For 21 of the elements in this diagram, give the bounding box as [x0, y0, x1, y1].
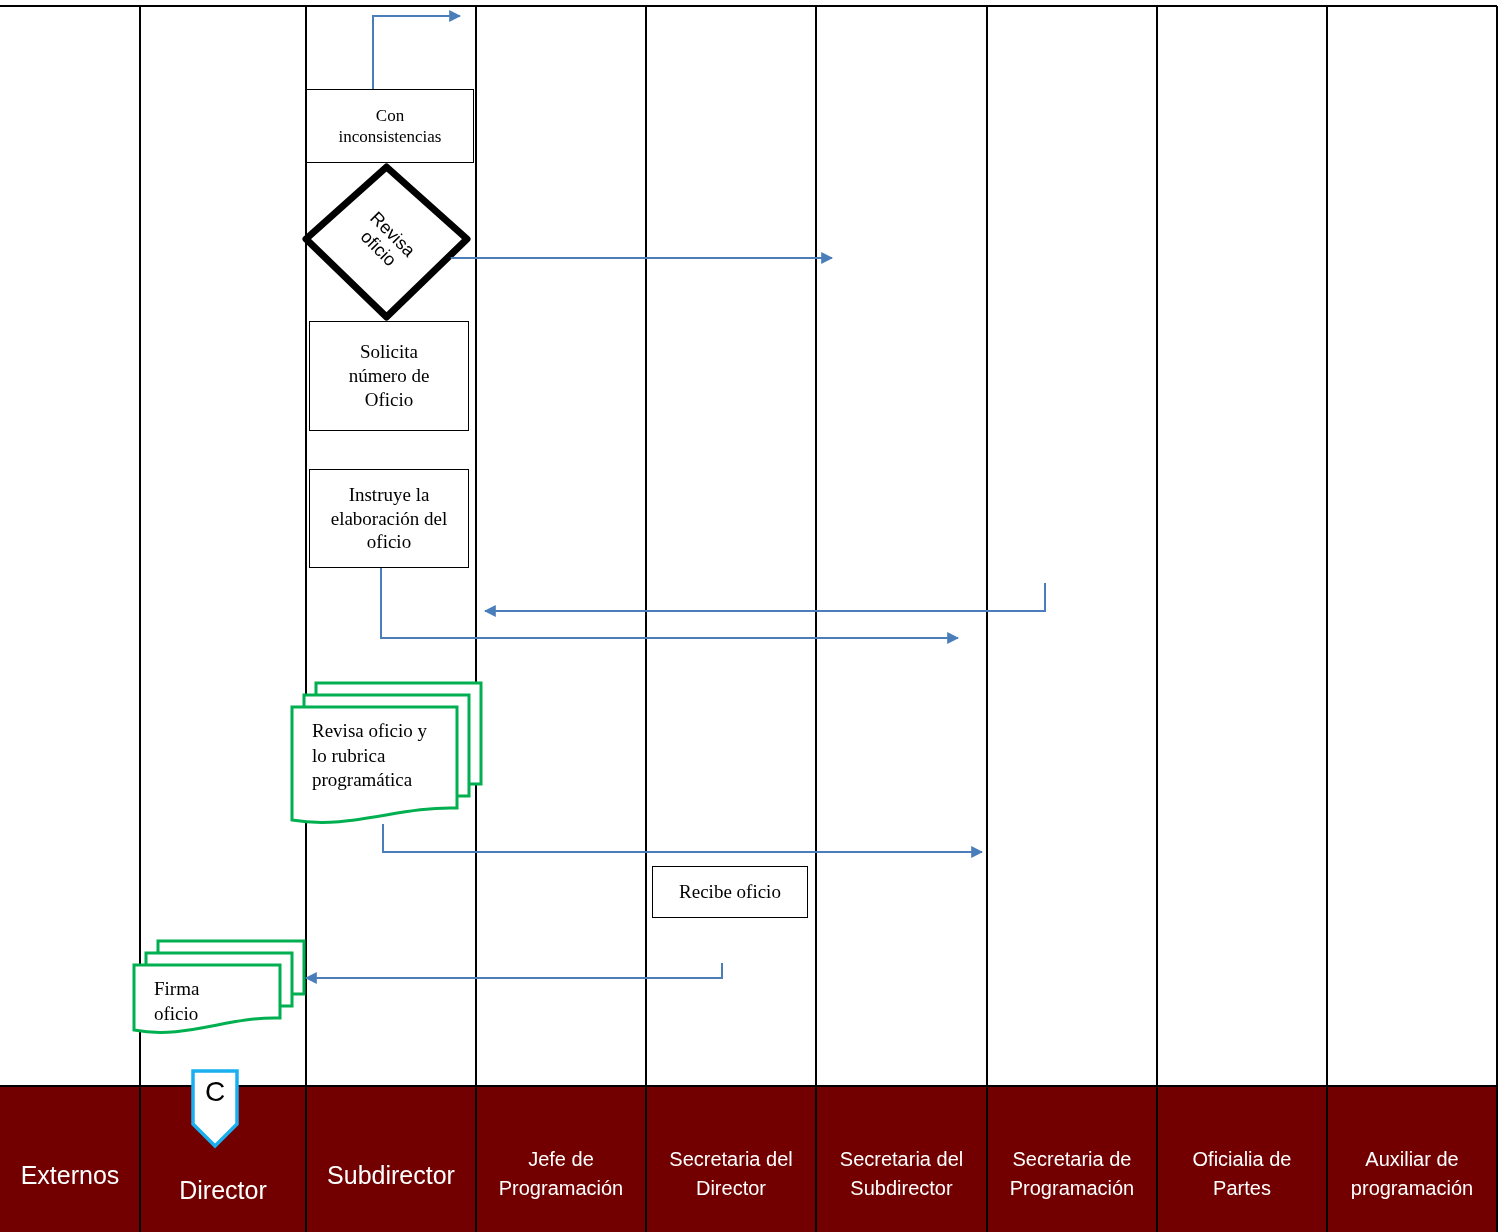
process-box: Con inconsistencias	[306, 89, 474, 163]
lane-header: Auxiliar de programación	[1328, 1116, 1496, 1232]
process-box: Solicita número de Oficio	[309, 321, 469, 431]
flow-arrow	[380, 567, 960, 644]
lane-header: Jefe de Programación	[477, 1116, 645, 1232]
flow-arrow	[449, 252, 834, 264]
document-label: Firma oficio	[154, 977, 201, 1026]
flow-arrow	[372, 10, 462, 90]
lane-header: Oficialia de Partes	[1158, 1116, 1326, 1232]
lane-header: Director	[141, 1152, 305, 1232]
lane-header: Secretaria de Programación	[988, 1116, 1156, 1232]
process-box: Instruye la elaboración del oficio	[309, 469, 469, 568]
lane-header: Secretaria del Subdirector	[817, 1116, 986, 1232]
process-box: Recibe oficio	[652, 866, 808, 918]
flow-arrow	[382, 823, 984, 858]
lane-header: Subdirector	[307, 1116, 475, 1232]
lane-header: Secretaria del Director	[647, 1116, 815, 1232]
connector-label: C	[204, 1078, 226, 1106]
flow-arrow	[304, 962, 723, 984]
lane-header: Externos	[1, 1116, 139, 1232]
document-label: Revisa oficio y lo rubrica programática	[312, 719, 429, 793]
